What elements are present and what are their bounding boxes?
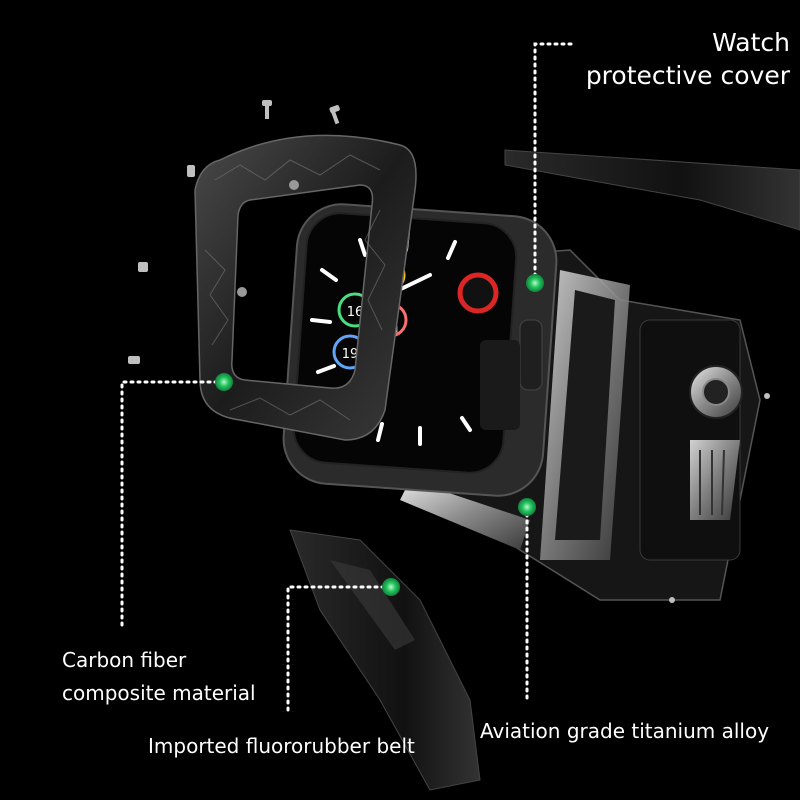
screws [128, 100, 770, 603]
watch-body [282, 203, 558, 497]
callout-carbon-line1: Carbon fiber [62, 648, 187, 672]
callout-cover-line1: Watch [712, 28, 790, 57]
crown-icon [457, 272, 499, 314]
callout-fluororubber-belt: Imported fluororubber belt [148, 734, 415, 758]
lower-strap [289, 529, 481, 791]
bottom-dial-value: 19 [342, 347, 359, 362]
callout-titanium-alloy: Aviation grade titanium alloy [480, 719, 770, 743]
leader-carbon [120, 380, 226, 632]
callout-carbon-fiber: Carbon fiber composite material [62, 644, 256, 710]
markers [215, 274, 544, 596]
marker-cover [526, 274, 544, 292]
leader-belt [286, 585, 393, 717]
callout-carbon-line2: composite material [62, 681, 256, 705]
marker-titanium [518, 498, 536, 516]
carbon-bezel [194, 134, 417, 441]
marker-carbon [215, 373, 233, 391]
upper-strap [504, 149, 800, 231]
leader-lines [120, 42, 577, 717]
leader-cover [533, 42, 577, 285]
marker-belt [382, 578, 400, 596]
callout-cover-line2: protective cover [585, 61, 790, 90]
left-dial-value: 16 [347, 305, 364, 320]
callout-watch-cover: Watch protective cover [586, 26, 790, 92]
